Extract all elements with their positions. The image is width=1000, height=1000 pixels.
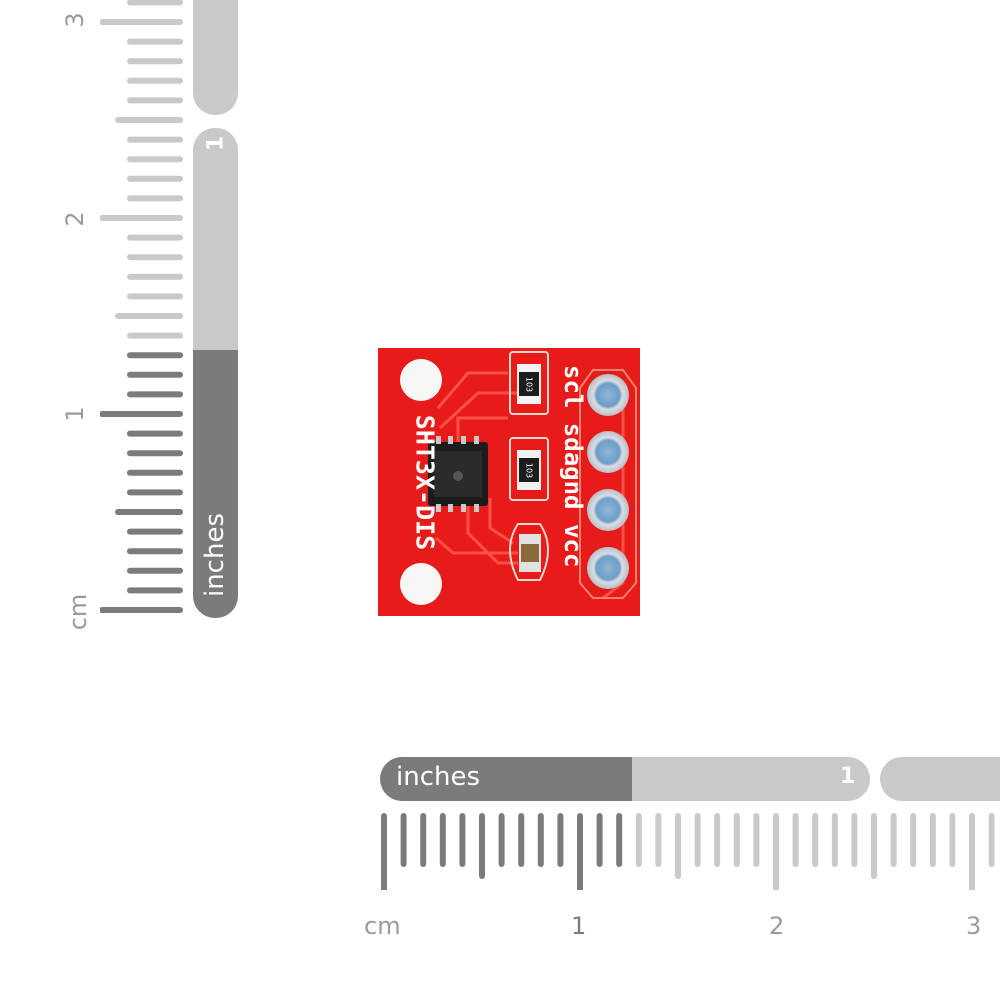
horizontal-inch-mark: 1 bbox=[840, 764, 856, 789]
header-outline bbox=[579, 369, 637, 599]
pad-vcc bbox=[587, 547, 629, 589]
horizontal-inch-bar-next bbox=[880, 757, 1000, 801]
pad-sda bbox=[587, 431, 629, 473]
pad-gnd bbox=[587, 489, 629, 531]
horizontal-inch-bar-dark bbox=[380, 757, 632, 801]
mounting-hole-top bbox=[400, 359, 442, 401]
pin-labels: scl sdagnd vcc bbox=[559, 365, 587, 568]
vertical-inch-bar-top bbox=[193, 0, 238, 115]
board-graphic bbox=[378, 348, 640, 616]
sensor-board: SHT3X-DIS scl sdagnd vcc 103 103 bbox=[378, 348, 640, 616]
resistor-1-label: 103 bbox=[524, 376, 534, 393]
vertical-cm-unit: cm bbox=[64, 593, 92, 631]
capacitor bbox=[519, 534, 541, 572]
header-pads bbox=[587, 374, 629, 589]
horizontal-cm-ticks bbox=[381, 813, 995, 890]
vertical-cm-ticks bbox=[100, 0, 183, 613]
vertical-cm-number-2: 2 bbox=[61, 211, 89, 227]
vertical-inch-bar-light bbox=[193, 128, 238, 350]
resistor-2-label: 103 bbox=[524, 462, 534, 479]
horizontal-cm-number-2: 2 bbox=[769, 912, 785, 940]
horizontal-cm-unit: cm bbox=[364, 912, 401, 940]
vertical-cm-number-1: 1 bbox=[61, 406, 89, 422]
resistor-2 bbox=[517, 450, 541, 490]
resistor-1 bbox=[517, 364, 541, 404]
mounting-hole-bottom bbox=[400, 563, 442, 605]
board-name-label: SHT3X-DIS bbox=[410, 414, 440, 551]
component-outlines bbox=[509, 351, 549, 581]
vertical-cm-number-3: 3 bbox=[61, 12, 89, 28]
vertical-inch-bar-dark bbox=[193, 350, 238, 618]
vertical-inch-mark: 1 bbox=[203, 135, 229, 152]
vertical-inches-label: inches bbox=[200, 512, 230, 598]
horizontal-inches-label: inches bbox=[396, 762, 481, 792]
pad-scl bbox=[587, 374, 629, 416]
horizontal-cm-number-3: 3 bbox=[966, 912, 982, 940]
horizontal-cm-number-1: 1 bbox=[571, 912, 587, 940]
horizontal-inch-bar-light bbox=[632, 757, 870, 801]
